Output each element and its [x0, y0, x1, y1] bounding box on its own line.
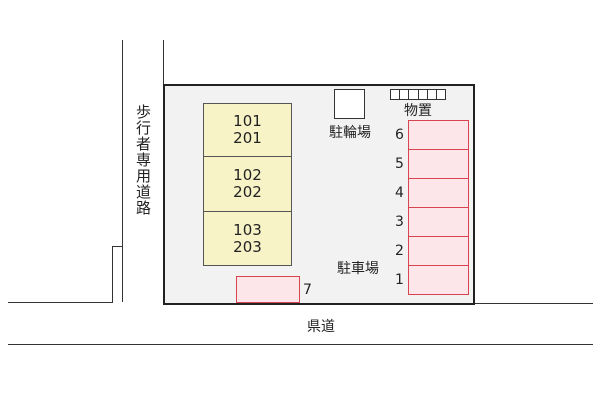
road-top-edge-left	[8, 302, 113, 303]
parking-number-6: 6	[395, 127, 404, 143]
unit-room-upper: 101	[233, 112, 262, 130]
parking-space-3	[408, 207, 469, 237]
unit-103-203: 103 203	[203, 211, 292, 266]
parking-number-2: 2	[395, 243, 404, 259]
parking-space-5	[408, 149, 469, 179]
sidewalk-left-curb	[122, 246, 123, 302]
unit-room-lower: 203	[233, 237, 262, 256]
car-parking-label: 駐車場	[337, 261, 379, 277]
parking-space-4	[408, 178, 469, 208]
parking-space-7	[236, 276, 300, 303]
parking-space-1	[408, 265, 469, 295]
storage-shed	[390, 89, 446, 100]
unit-room-upper: 103	[233, 220, 262, 239]
road-bottom-edge	[8, 344, 593, 345]
bicycle-parking-label: 駐輪場	[329, 125, 371, 141]
storage-label: 物置	[404, 103, 432, 119]
unit-room-lower: 202	[233, 183, 262, 201]
parking-number-4: 4	[395, 185, 404, 201]
unit-101-201: 101 201	[203, 103, 292, 157]
unit-room-lower: 201	[233, 129, 262, 147]
sidewalk-left-edge	[122, 40, 123, 246]
parking-number-1: 1	[395, 272, 404, 288]
parking-number-7: 7	[303, 282, 312, 298]
unit-room-upper: 102	[233, 166, 262, 184]
parking-number-3: 3	[395, 214, 404, 230]
sidewalk-right-edge	[163, 40, 164, 84]
sidewalk-left-bottom	[112, 246, 123, 247]
parking-space-2	[408, 236, 469, 266]
parking-space-6	[408, 120, 469, 150]
sidewalk-curve-down	[112, 246, 113, 303]
unit-102-202: 102 202	[203, 156, 292, 212]
parking-number-5: 5	[395, 156, 404, 172]
bicycle-parking-box	[334, 89, 365, 119]
sidewalk-label: 歩行者専用道路	[134, 104, 152, 216]
road-label: 県道	[307, 319, 335, 335]
